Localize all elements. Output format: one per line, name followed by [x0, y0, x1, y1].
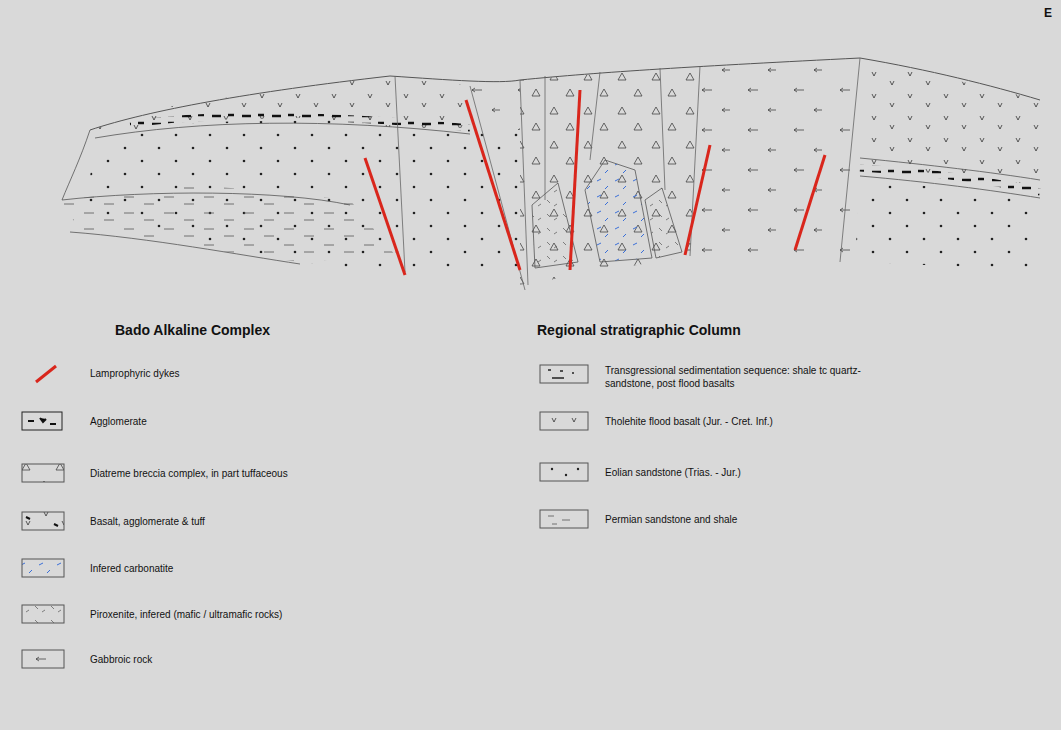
legend-text: Tholehite flood basalt (Jur. - Cret. Inf…	[605, 415, 1005, 428]
legend-text: Agglomerate	[90, 415, 490, 428]
legend-text: Permian sandstone and shale	[605, 513, 1005, 526]
legend-text: Diatreme breccia complex, in part tuffac…	[90, 467, 490, 480]
legend-text: Piroxenite, infered (mafic / ultramafic …	[90, 608, 490, 621]
legend-text: Gabbroic rock	[90, 653, 490, 666]
compass-label: E	[1044, 6, 1052, 20]
legend-heading: Bado Alkaline Complex	[115, 322, 270, 338]
legend-heading: Regional stratigraphic Column	[537, 322, 741, 338]
legend-text: Basalt, agglomerate & tuff	[90, 515, 490, 528]
legend-text: Lamprophyric dykes	[90, 367, 490, 380]
legend-text: Eolian sandstone (Trias. - Jur.)	[605, 466, 1005, 479]
legend-text: Transgressional sedimentation sequence: …	[605, 364, 905, 390]
legend-text: Infered carbonatite	[90, 562, 490, 575]
